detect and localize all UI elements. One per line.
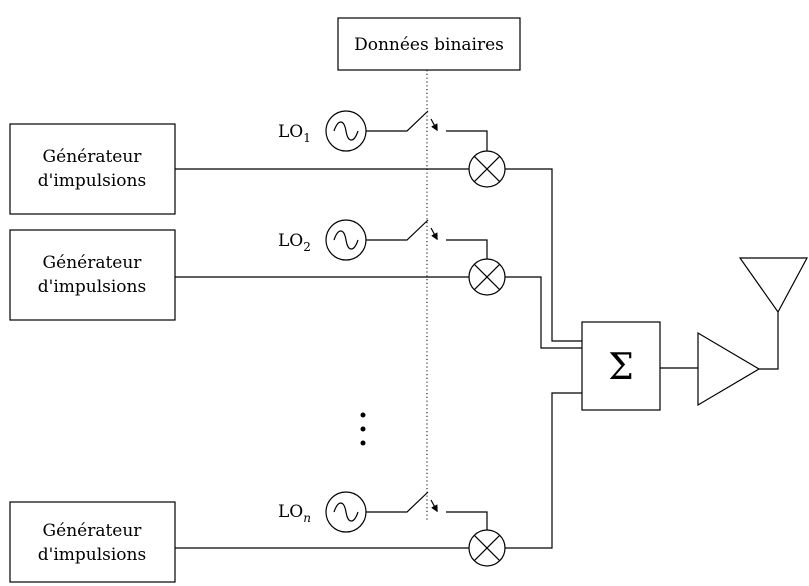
switch-1-arrow-icon bbox=[430, 118, 438, 132]
generator-label-line1: Générateur bbox=[43, 253, 143, 273]
generator-label-line2: d'impulsions bbox=[38, 171, 146, 191]
ellipsis-icon bbox=[360, 412, 366, 446]
amplifier-out-wire bbox=[759, 312, 779, 370]
mixer-2-out-wire bbox=[505, 276, 582, 349]
mixer-1-out-wire bbox=[505, 168, 582, 342]
switch-1 bbox=[366, 110, 429, 132]
branch-n: Générateur d'impulsions LOn bbox=[9, 392, 582, 583]
switch-n-arrow-icon bbox=[430, 499, 438, 513]
switch-1-out-wire bbox=[446, 130, 488, 151]
switch-n-out-wire bbox=[446, 511, 488, 530]
generator-label-line2: d'impulsions bbox=[38, 277, 146, 297]
generator-label-line1: Générateur bbox=[43, 147, 143, 167]
oscillator-1-icon bbox=[325, 110, 367, 152]
summer-block: Σ bbox=[581, 321, 661, 411]
mixer-2-icon bbox=[468, 258, 506, 296]
generator-label-line1: Générateur bbox=[43, 521, 143, 541]
antenna-icon bbox=[738, 257, 809, 314]
oscillator-n-icon bbox=[325, 491, 367, 533]
switch-2 bbox=[366, 219, 429, 241]
binary-data-block: Données binaires bbox=[337, 17, 521, 71]
switch-2-out-wire bbox=[446, 239, 488, 259]
branch-1: Générateur d'impulsions LO1 bbox=[9, 110, 582, 342]
mixer-n-icon bbox=[468, 529, 506, 567]
lo-1-label: LO1 bbox=[278, 122, 311, 145]
amplifier-icon bbox=[697, 331, 761, 407]
branch-2: Générateur d'impulsions LO2 bbox=[9, 219, 582, 349]
mixer-n-out-wire bbox=[505, 392, 582, 549]
summer-symbol: Σ bbox=[608, 347, 633, 388]
lo-n-label: LOn bbox=[278, 502, 311, 525]
switch-2-arrow-icon bbox=[430, 227, 438, 241]
binary-data-label: Données binaires bbox=[354, 35, 504, 55]
pulse-generator-n: Générateur d'impulsions bbox=[9, 501, 176, 583]
lo-2-label: LO2 bbox=[278, 231, 311, 254]
pulse-generator-1: Générateur d'impulsions bbox=[9, 123, 176, 215]
mixer-1-icon bbox=[468, 150, 506, 188]
switch-n bbox=[366, 491, 429, 513]
oscillator-2-icon bbox=[325, 219, 367, 261]
generator-label-line2: d'impulsions bbox=[38, 545, 146, 565]
pulse-generator-2: Générateur d'impulsions bbox=[9, 229, 176, 321]
